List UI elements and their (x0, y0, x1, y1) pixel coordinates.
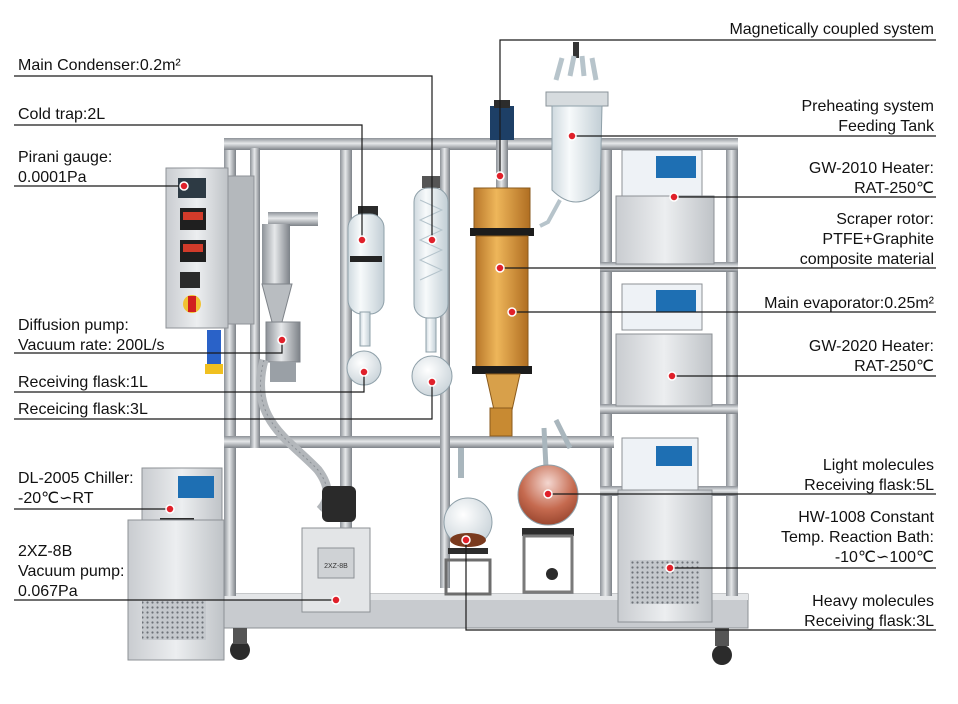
dot-condenser (427, 235, 437, 245)
dot-recv1 (359, 367, 369, 377)
label-scraper-rotor: Scraper rotor: PTFE+Graphite composite m… (800, 210, 934, 270)
label-light-molecules: Light molecules Receiving flask:5L (804, 456, 934, 496)
control-cabinet (165, 167, 255, 374)
label-line: 2XZ-8B (18, 543, 73, 560)
dot-cold-trap (357, 235, 367, 245)
label-gw-2010: GW-2010 Heater: RAT-250℃ (809, 159, 934, 199)
label-line: Light molecules (822, 457, 934, 474)
vacuum-pump: 2XZ-8B (301, 486, 371, 613)
gw-2010-heater (615, 149, 715, 265)
label-line: HW-1008 Constant (798, 509, 934, 526)
dot-gw2020 (667, 371, 677, 381)
pump-model-text: 2XZ-8B (324, 563, 348, 570)
label-line: PTFE+Graphite (822, 231, 934, 248)
label-line: Main Condenser:0.2m² (18, 57, 181, 74)
label-line: Scraper rotor: (836, 211, 934, 228)
label-line: -10℃∽100℃ (834, 549, 934, 566)
label-line: Temp. Reaction Bath: (781, 529, 934, 546)
label-receiving-flask-1l: Receiving flask:1L (18, 373, 148, 393)
label-line: Pirani gauge: (18, 149, 113, 166)
label-line: Vacuum pump: (18, 563, 125, 580)
label-line: Heavy molecules (812, 593, 934, 610)
dot-gw2010 (669, 192, 679, 202)
label-line: RAT-250℃ (854, 180, 934, 197)
leader-heavy (465, 540, 936, 631)
leader-recv1 (14, 372, 365, 393)
label-line: Vacuum rate: 200L/s (18, 337, 165, 354)
label-line: Receicing flask:3L (18, 401, 148, 418)
label-line: Diffusion pump: (18, 317, 129, 334)
label-line: Preheating system (801, 98, 934, 115)
dot-vacpump (331, 595, 341, 605)
dl-2005-chiller (127, 467, 225, 661)
dot-recv3 (427, 377, 437, 387)
leader-magnetic (499, 39, 936, 176)
heavy-receiving-flask (443, 448, 493, 596)
label-line: GW-2010 Heater: (808, 160, 934, 177)
label-line: Feeding Tank (838, 118, 934, 135)
cold-trap (347, 206, 385, 347)
label-chiller: DL-2005 Chiller: -20℃∽RT (18, 469, 134, 509)
label-heavy-molecules: Heavy molecules Receiving flask:3L (804, 592, 934, 632)
label-preheating: Preheating system Feeding Tank (801, 97, 934, 137)
label-line: RAT-250℃ (854, 358, 934, 375)
label-line: Receiving flask:5L (804, 477, 934, 494)
label-hw-1008: HW-1008 Constant Temp. Reaction Bath: -1… (781, 508, 934, 568)
label-line: Magnetically coupled system (729, 21, 934, 38)
hw-1008-bath (617, 437, 713, 623)
dot-light (543, 489, 553, 499)
label-cold-trap: Cold trap:2L (18, 105, 105, 125)
label-line: DL-2005 Chiller: (18, 470, 134, 487)
dot-diffusion (277, 335, 287, 345)
label-line: Receiving flask:1L (18, 374, 148, 391)
label-main-evaporator: Main evaporator:0.25m² (764, 294, 934, 314)
dot-heavy (461, 535, 471, 545)
leader-condenser (14, 75, 433, 240)
leader-lines (14, 39, 936, 631)
label-magnetic-system: Magnetically coupled system (729, 20, 934, 40)
label-main-condenser: Main Condenser:0.2m² (18, 56, 181, 76)
label-line: -20℃∽RT (18, 490, 94, 507)
leader-recv3 (14, 382, 433, 420)
label-vacuum-pump: 2XZ-8B Vacuum pump: 0.067Pa (18, 542, 124, 602)
label-line: GW-2020 Heater: (808, 338, 934, 355)
label-line: Main evaporator:0.25m² (764, 295, 934, 312)
dot-pirani (179, 181, 189, 191)
gw-2020-heater (615, 283, 713, 407)
label-receiving-flask-3l: Receicing flask:3L (18, 400, 148, 420)
main-condenser (413, 176, 449, 353)
feeding-tank (539, 42, 609, 228)
label-line: 0.067Pa (18, 583, 78, 600)
label-line: composite material (799, 251, 934, 268)
dot-chiller (165, 504, 175, 514)
marker-dots (165, 131, 679, 605)
label-gw-2020: GW-2020 Heater: RAT-250℃ (809, 337, 934, 377)
dot-magnetic (495, 171, 505, 181)
dot-hw1008 (665, 563, 675, 573)
leader-cold-trap (14, 124, 363, 240)
label-line: 0.0001Pa (18, 169, 87, 186)
label-pirani-gauge: Pirani gauge: 0.0001Pa (18, 148, 112, 188)
diffusion-pump (255, 212, 332, 514)
dot-evaporator (507, 307, 517, 317)
dot-preheat (567, 131, 577, 141)
label-diffusion-pump: Diffusion pump: Vacuum rate: 200L/s (18, 316, 164, 356)
dot-scraper (495, 263, 505, 273)
label-line: Cold trap:2L (18, 106, 106, 123)
label-line: Receiving flask:3L (804, 613, 934, 630)
